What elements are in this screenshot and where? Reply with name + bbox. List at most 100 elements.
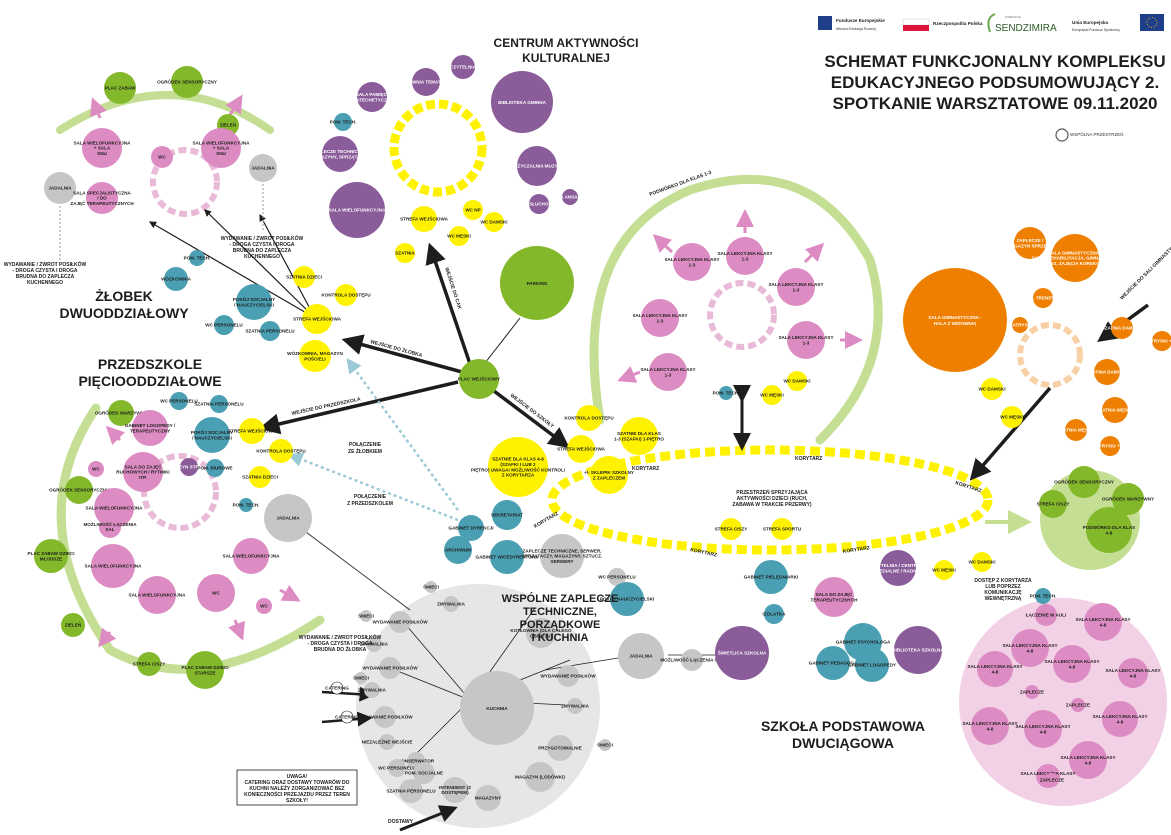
note-wyd-zl-r-4: KUCHENNEGO — [244, 254, 280, 260]
node-label: MAGAZYNY — [475, 795, 501, 800]
node-label: SALA WIELOFUNKCYJNA — [329, 208, 387, 213]
korytarz-ring — [547, 445, 993, 555]
node-circle — [366, 636, 382, 652]
node-label: POM. TECH. — [233, 502, 260, 507]
node-label: OGRÓDEK SENSORYCZNY — [1054, 478, 1114, 485]
node-circle — [934, 560, 954, 580]
node-label: STREFA CISZY — [1037, 502, 1070, 507]
line-jadalnia-przedszkole — [289, 519, 411, 611]
node-sala-wielo-p4: SALA WIELOFUNKCYJNA — [129, 576, 186, 614]
node-label: CATERING — [335, 714, 359, 719]
node-circle — [1094, 359, 1120, 385]
node-label: POKÓJ SOCJALNY/ NAUCZYCIELSKI — [191, 428, 233, 440]
node-sala-gim-rehab: SALA GIMNASTYCZNA -SALA (REHABILITACJA, … — [1032, 234, 1118, 282]
node-jadalnia-z-l: JADALNIA — [44, 172, 76, 204]
node-circle — [540, 534, 584, 578]
note-uwaga-5: SZKOŁY! — [286, 798, 308, 804]
node-label: WC — [92, 466, 100, 471]
node-label: JADALNIA — [48, 186, 72, 191]
node-circle — [557, 665, 579, 687]
line-strefa-zl-2 — [148, 221, 316, 319]
node-szatnia-meska-2: SZATNIA MĘSKA — [1096, 397, 1134, 423]
node-circle — [442, 777, 468, 803]
node-label: GABINET PIELĘGNIARKI — [744, 575, 799, 580]
node-label: BIBLIOTEKA SZKOLNA — [892, 648, 944, 653]
node-circle — [458, 515, 484, 541]
node-sala-wielo-c: SALA WIELOFUNKCYJNA — [329, 182, 387, 238]
node-label: WYDAWANIE POSIŁKÓW — [540, 671, 596, 678]
node-strefa-ciszy-g: STREFA CISZY — [1037, 490, 1070, 518]
node-circle — [590, 456, 628, 494]
node-label: OGRÓDEK WARZYWNY — [1102, 495, 1154, 502]
node-circle — [814, 577, 854, 617]
dotted-links — [59, 182, 460, 522]
node-pom-tech-k: POM. TECH. — [1030, 588, 1056, 604]
zaplecze-title-4: I KUCHNIA — [532, 632, 589, 644]
szkola-48-zone — [959, 598, 1167, 806]
node-circle — [726, 237, 764, 275]
logo-fundusze-sub: Wiedza Edukacja Rozwój — [836, 27, 876, 31]
node-circle — [894, 626, 942, 674]
node-strefa-ciszy-p: STREFA CISZY — [133, 652, 165, 676]
label-polaczenie-przedszkole-2: Z PRZEDSZKOLEM — [347, 501, 393, 507]
node-circle — [61, 613, 85, 637]
arrow-wejscie-szkola — [488, 386, 570, 449]
node-label: ZIELEŃ — [220, 120, 237, 127]
node-label: PARKING — [527, 281, 548, 286]
node-wc-pers-k: WC PERSONELU — [378, 759, 416, 777]
logo-rp-text: Rzeczpospolita Polska — [933, 21, 983, 26]
node-circle — [86, 182, 118, 214]
node-circle — [1012, 317, 1028, 333]
node-label: ZMYWALNIA — [437, 601, 465, 606]
node-circle — [123, 452, 163, 492]
node-label: KONTROLA DOSTĘPU — [256, 448, 306, 453]
node-czytelnia: CZYTELNIA — [450, 55, 477, 79]
node-circle — [754, 560, 788, 594]
note-wyd-zl-r-2: - DROGA CZYSTA I DROGA — [229, 242, 294, 248]
node-kontrola-s: KONTROLA DOSTĘPU — [564, 405, 614, 431]
node-label: SZATNIA PERSONELU — [194, 401, 244, 406]
node-circle — [620, 417, 658, 455]
node-circle — [1039, 490, 1067, 518]
logo-ue-sub: Europejski Fundusz Społeczny — [1072, 28, 1120, 32]
node-circle — [151, 146, 173, 168]
node-circle — [389, 611, 411, 633]
node-wydawanie-pos-4: WYDAWANIE POSIŁKÓW — [540, 665, 596, 687]
node-circle — [1033, 288, 1053, 308]
out-arrow-5 — [617, 366, 641, 383]
node-circle — [764, 604, 784, 624]
node-label: MOŻLIWOŚĆ ŁĄCZENIA SAL — [660, 655, 724, 662]
node-circle — [608, 568, 626, 586]
node-smieci-3: ŚMIECI — [353, 672, 369, 684]
node-circle — [787, 321, 825, 359]
node-strefa-wej-s: STREFA WEJŚCIOWA — [557, 435, 606, 463]
node-laczenie-w-auli: ŁĄCZENIE W AULI — [1026, 604, 1066, 626]
node-circle — [334, 113, 352, 131]
label-wejscie-sala-gim: WEJŚCIE DO SALI GIMNASTYCZNEJ — [1118, 234, 1171, 302]
node-circle — [399, 779, 423, 803]
node-label: KONTROLA DOSTĘPU — [564, 415, 614, 420]
node-zmywalnia-4: ZMYWALNIA — [561, 698, 590, 714]
node-circle — [249, 466, 271, 488]
node-label: ZMYWALNIA — [360, 641, 388, 646]
node-pom-biurowe: POM. BIUROWE — [197, 459, 233, 477]
node-circle — [1053, 645, 1091, 683]
node-circle — [206, 459, 224, 477]
node-label: ŚWIETLICA SZKOLNA — [718, 650, 767, 656]
node-label: ŚMIECI — [597, 741, 613, 747]
node-circle — [715, 626, 769, 680]
node-label: GABINET PEDAGOGA — [809, 661, 858, 666]
note-wyd-kuch-3: BRUDNA DO ŻŁOBKA — [314, 646, 367, 653]
node-wc-damski-g: WC DAMSKI — [978, 378, 1006, 400]
zlobek-title-1: ŻŁOBEK — [95, 288, 153, 304]
